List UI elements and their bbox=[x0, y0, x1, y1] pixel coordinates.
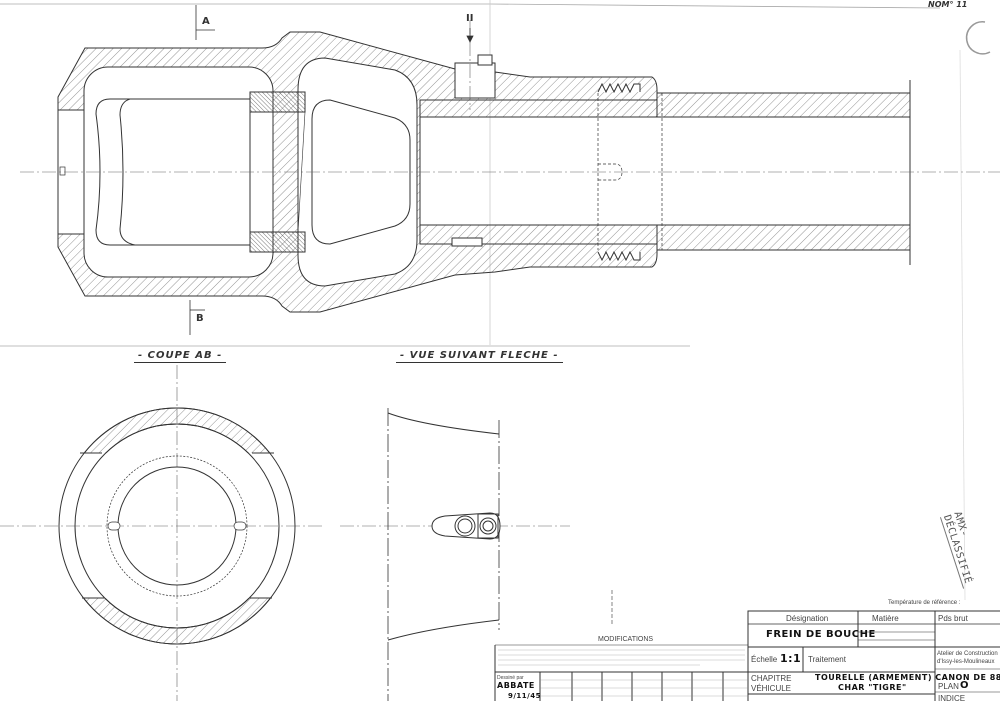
key-bottom bbox=[451, 237, 483, 247]
section-mark-b: B bbox=[196, 313, 204, 324]
bolt bbox=[454, 62, 496, 99]
ring-bottom bbox=[249, 231, 306, 253]
title-block-lines bbox=[494, 590, 1000, 701]
section-mark-lines bbox=[189, 5, 474, 335]
chapter-label: CHAPITRE bbox=[751, 674, 792, 683]
barrel-tube-top bbox=[419, 99, 658, 118]
barrel-bottom bbox=[656, 224, 911, 251]
designation-header: Désignation bbox=[786, 614, 829, 623]
gross-weight-header: Pds brut bbox=[938, 614, 968, 623]
lock-plate bbox=[431, 512, 501, 540]
material-header: Matière bbox=[872, 614, 899, 623]
section-mark-a: A bbox=[202, 16, 210, 27]
section-ab-title: - COUPE AB - bbox=[134, 350, 227, 363]
circular-stamp bbox=[965, 21, 991, 55]
treatment-label: Traitement bbox=[808, 655, 846, 664]
arrow-direction-view bbox=[387, 408, 501, 701]
modifications-title: MODIFICATIONS bbox=[598, 636, 654, 643]
barrel-top bbox=[656, 92, 911, 118]
vehicle-value: CHAR "TIGRE" bbox=[838, 683, 907, 692]
scale-label: Échelle bbox=[751, 655, 778, 664]
section-ab-view bbox=[58, 407, 296, 645]
reference-temperature: Température de référence : bbox=[888, 600, 961, 606]
thread-top bbox=[597, 82, 641, 94]
workshop: Atelier de Construction d'Issy-les-Mouli… bbox=[937, 651, 998, 665]
index-label: INDICE bbox=[938, 694, 966, 703]
scale-value: 1:1 bbox=[780, 652, 802, 665]
drawing-date: 9/11/45 bbox=[508, 692, 541, 700]
arrow-mark: II bbox=[466, 13, 474, 24]
thread-bottom bbox=[597, 250, 641, 262]
vehicle-label: VÉHICULE bbox=[751, 684, 792, 693]
drawn-by: ABBATE bbox=[497, 681, 535, 690]
chapter-value: TOURELLE (ARMEMENT) CANON DE 88 bbox=[815, 673, 1000, 682]
sheet-number: NOM° 11 bbox=[928, 0, 968, 9]
rear-cavity-inner bbox=[95, 98, 251, 246]
ring-top bbox=[249, 91, 306, 113]
designation-value: FREIN DE BOUCHE bbox=[766, 629, 876, 640]
arrow-view-title: - VUE SUIVANT FLECHE - bbox=[396, 350, 563, 363]
plan-label: PLAN bbox=[938, 682, 959, 691]
plan-value: O bbox=[960, 680, 970, 691]
drawn-by-label: Dessiné par bbox=[497, 675, 524, 681]
front-cavity-inner bbox=[311, 99, 411, 245]
